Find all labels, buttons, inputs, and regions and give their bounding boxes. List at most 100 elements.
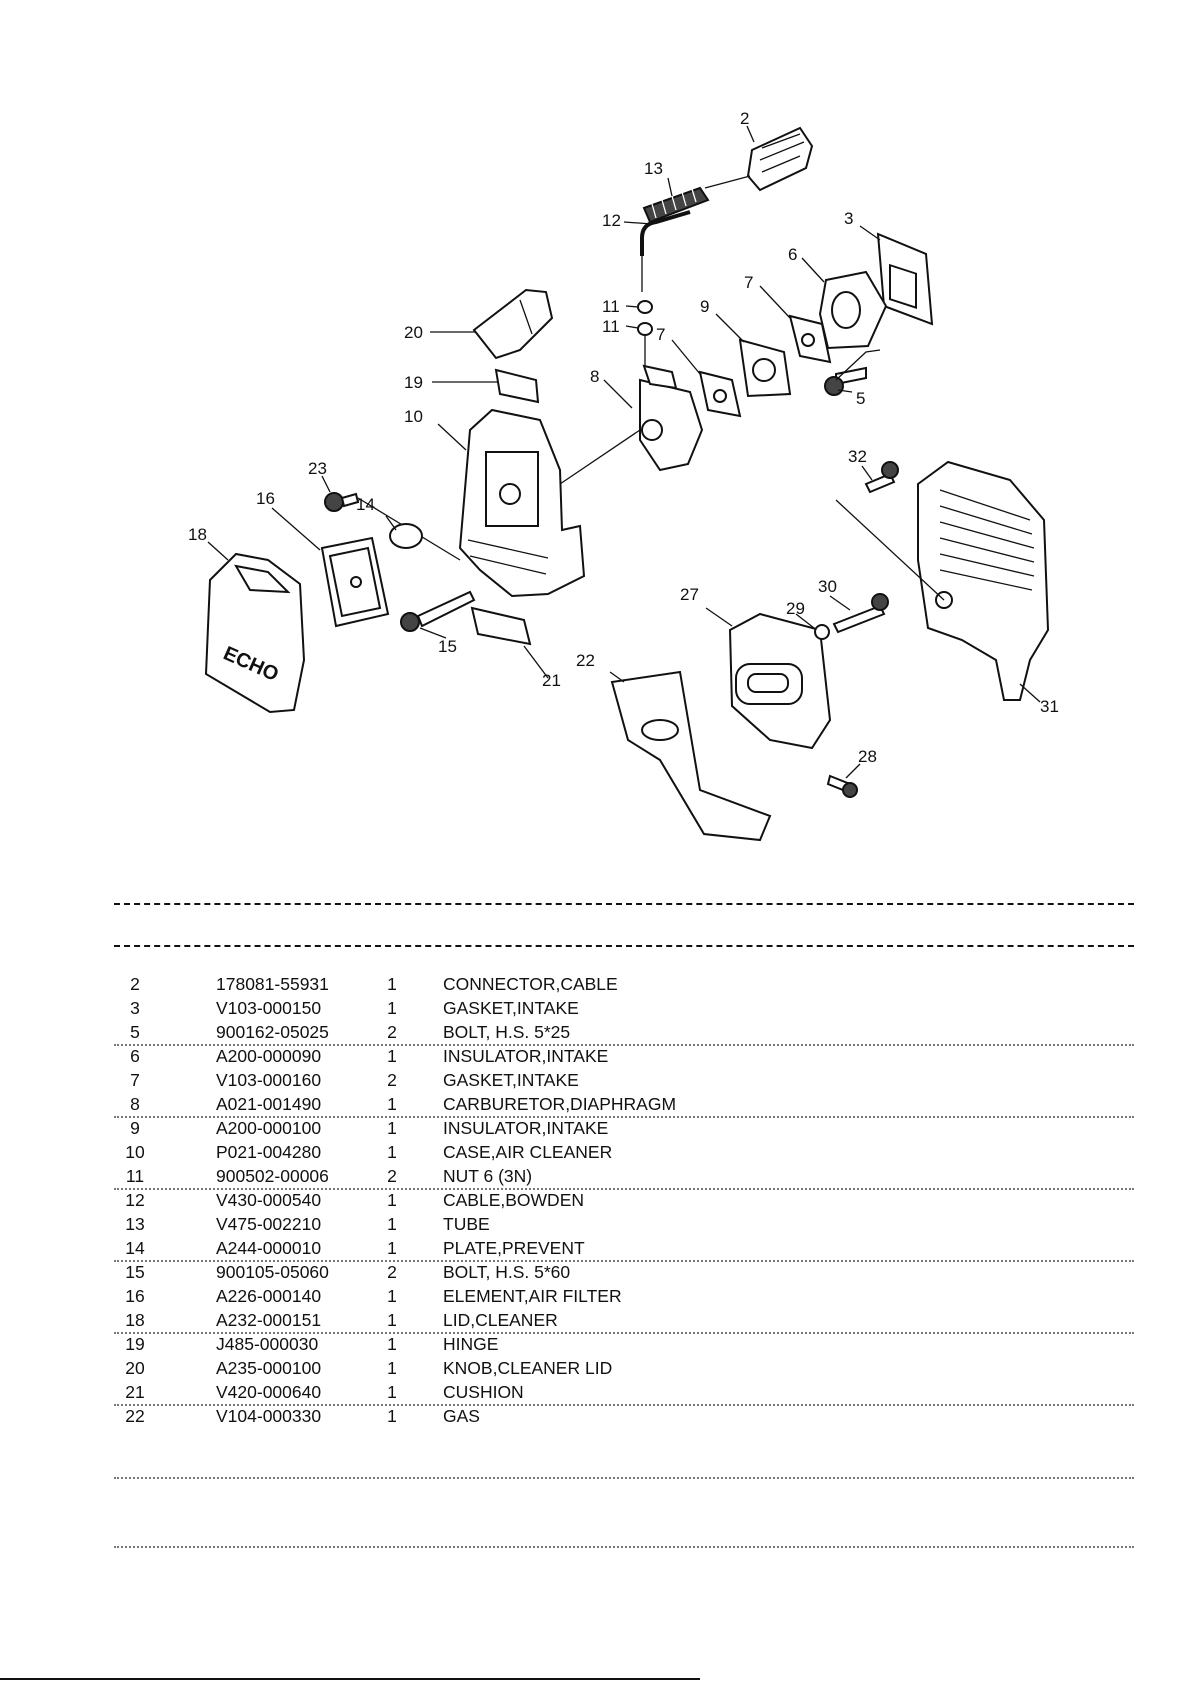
quantity: 1 — [387, 1190, 397, 1210]
footer-rule — [0, 1678, 700, 1680]
part-number: V420-000640 — [216, 1382, 322, 1402]
part-19-hinge — [494, 368, 540, 404]
ref-number: 14 — [125, 1238, 145, 1258]
description: KNOB,CLEANER LID — [443, 1358, 613, 1378]
callout-5: 5 — [856, 389, 865, 408]
part-number: A226-000140 — [216, 1286, 322, 1306]
callout-30: 30 — [818, 577, 837, 596]
row-group-rule — [114, 1116, 1134, 1118]
quantity: 1 — [387, 1046, 397, 1066]
ref-number: 10 — [125, 1142, 145, 1162]
ref-number: 2 — [130, 974, 140, 994]
header-rule-top — [114, 903, 1134, 905]
part-27-muffler — [728, 612, 832, 750]
part-number: A021-001490 — [216, 1094, 322, 1114]
ref-number: 7 — [130, 1070, 140, 1090]
part-10-case — [458, 408, 586, 598]
part-14-plate — [389, 523, 423, 549]
part-number: 900105-05060 — [216, 1262, 329, 1282]
quantity: 1 — [387, 1310, 397, 1330]
part-11-nuts — [637, 300, 653, 336]
part-13-tube — [642, 186, 710, 224]
part-6-insulator — [818, 270, 888, 350]
description: INSULATOR,INTAKE — [443, 1118, 609, 1138]
callout-27: 27 — [680, 585, 699, 604]
ref-number: 8 — [130, 1094, 140, 1114]
callout-leaders — [207, 125, 1041, 779]
callout-15: 15 — [438, 637, 457, 656]
part-number: A200-000100 — [216, 1118, 322, 1138]
callout-32: 32 — [848, 447, 867, 466]
callout-11b: 11 — [602, 317, 620, 336]
callout-18: 18 — [188, 525, 207, 544]
callout-13: 13 — [644, 159, 663, 178]
callout-7b: 7 — [656, 325, 665, 344]
callout-9: 9 — [700, 297, 709, 316]
row-group-rule — [114, 1044, 1134, 1046]
description: GASKET,INTAKE — [443, 1070, 579, 1090]
quantity: 1 — [387, 1094, 397, 1114]
header-rule-bottom — [114, 945, 1134, 947]
quantity: 2 — [387, 1070, 397, 1090]
quantity: 2 — [387, 1262, 397, 1282]
part-number: A244-000010 — [216, 1238, 322, 1258]
part-20-knob — [472, 288, 554, 360]
part-12-cable — [640, 210, 691, 292]
part-7-gasket-upper — [788, 314, 832, 364]
quantity: 1 — [387, 1334, 397, 1354]
row-group-rule — [114, 1188, 1134, 1190]
quantity: 1 — [387, 974, 397, 994]
empty-row-rule-2 — [114, 1546, 1134, 1548]
part-number: V104-000330 — [216, 1406, 322, 1426]
callout-2: 2 — [740, 109, 749, 128]
ref-number: 15 — [125, 1262, 145, 1282]
part-16-element — [320, 536, 390, 628]
ref-number: 12 — [125, 1190, 145, 1210]
callout-20: 20 — [404, 323, 423, 342]
row-group-rule — [114, 1260, 1134, 1262]
part-number: V475-002210 — [216, 1214, 322, 1234]
description: HINGE — [443, 1334, 499, 1354]
description: NUT 6 (3N) — [443, 1166, 533, 1186]
description: TUBE — [443, 1214, 490, 1234]
quantity: 1 — [387, 1142, 397, 1162]
part-number: A200-000090 — [216, 1046, 322, 1066]
description: CASE,AIR CLEANER — [443, 1142, 613, 1162]
ref-number: 3 — [130, 998, 140, 1018]
part-31-cover — [835, 460, 1050, 701]
quantity: 1 — [387, 1358, 397, 1378]
part-30-bolt — [832, 593, 889, 634]
part-number: 178081-55931 — [216, 974, 329, 994]
ref-number: 13 — [125, 1214, 145, 1234]
quantity: 1 — [387, 1406, 397, 1426]
part-2-connector — [704, 126, 814, 192]
description: LID,CLEANER — [443, 1310, 558, 1330]
ref-number: 9 — [130, 1118, 140, 1138]
quantity: 1 — [387, 1238, 397, 1258]
quantity: 1 — [387, 1214, 397, 1234]
ref-number: 20 — [125, 1358, 145, 1378]
part-number: 900502-00006 — [216, 1166, 329, 1186]
part-15-bolt — [400, 590, 476, 632]
part-number: V103-000150 — [216, 998, 322, 1018]
part-number: V430-000540 — [216, 1190, 322, 1210]
description: GAS — [443, 1406, 480, 1426]
part-7-gasket-lower — [698, 370, 742, 418]
part-29-washer — [814, 624, 830, 640]
description: GASKET,INTAKE — [443, 998, 579, 1018]
